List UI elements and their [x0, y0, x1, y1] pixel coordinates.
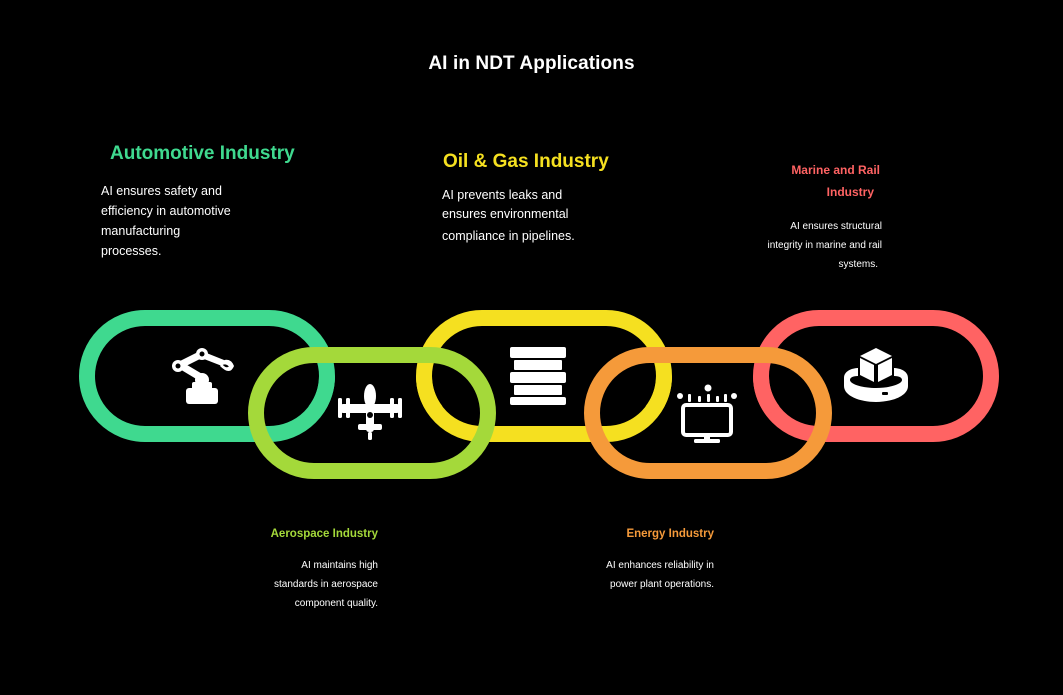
oil-gas-link-overlap-left — [416, 375, 443, 416]
oil-gas-heading: Oil & Gas Industry — [443, 151, 609, 172]
oil-gas-link-overlap-right — [645, 375, 672, 416]
marine-rail-description: AI ensures structural integrity in marin… — [752, 217, 883, 274]
desc-line: AI ensures structural — [790, 221, 882, 232]
desc-line: AI maintains high — [301, 560, 378, 571]
energy-block: Energy Industry AI enhances reliability … — [598, 528, 714, 594]
desc-line: standards in aerospace — [274, 579, 378, 590]
energy-description: AI enhances reliability in power plant o… — [598, 556, 714, 594]
monitor-network-icon — [677, 384, 737, 443]
cargo-box-icon — [844, 348, 908, 402]
desc-line: integrity in marine and rail — [767, 240, 883, 251]
marine-rail-block: Marine and Rail Industry AI ensures stru… — [752, 159, 883, 274]
desc-line: systems. — [838, 259, 878, 270]
marine-rail-link — [753, 310, 999, 442]
desc-line: component quality. — [294, 598, 378, 609]
robotic-arm-icon — [172, 348, 234, 404]
heading-line: Marine and Rail — [791, 163, 880, 177]
energy-link — [584, 347, 832, 479]
desc-line: AI enhances reliability in — [606, 560, 714, 571]
marine-rail-heading: Marine and Rail Industry — [752, 159, 880, 203]
aerospace-description: AI maintains high standards in aerospace… — [262, 556, 378, 613]
automotive-heading: Automotive Industry — [110, 143, 295, 164]
oil-gas-block: Oil & Gas Industry AI prevents leaks and… — [442, 151, 662, 246]
aerospace-link — [248, 347, 496, 479]
desc-line: processes. — [101, 244, 162, 258]
aerospace-heading: Aerospace Industry — [270, 528, 378, 540]
aerospace-block: Aerospace Industry AI maintains high sta… — [262, 528, 378, 613]
marine-rail-link-overlap — [753, 375, 780, 416]
desc-line: ensures environmental — [442, 207, 569, 221]
desc-line: power plant operations. — [610, 579, 714, 590]
desc-line: compliance in pipelines. — [442, 229, 575, 243]
desc-line: AI ensures safety and — [101, 184, 222, 198]
oil-gas-description: AI prevents leaks and ensures environmen… — [442, 186, 582, 246]
desc-line: efficiency in automotive — [101, 204, 231, 218]
energy-heading: Energy Industry — [626, 528, 714, 540]
heading-line: Industry — [826, 185, 874, 199]
automotive-link-overlap — [308, 375, 335, 416]
page-title: AI in NDT Applications — [428, 53, 635, 74]
aircraft-drone-icon — [338, 384, 402, 440]
desc-line: AI prevents leaks and — [442, 188, 563, 202]
automotive-description: AI ensures safety and efficiency in auto… — [101, 181, 251, 261]
oil-barrel-icon — [510, 347, 566, 405]
automotive-block: Automotive Industry AI ensures safety an… — [101, 143, 321, 261]
desc-line: manufacturing — [101, 224, 181, 238]
